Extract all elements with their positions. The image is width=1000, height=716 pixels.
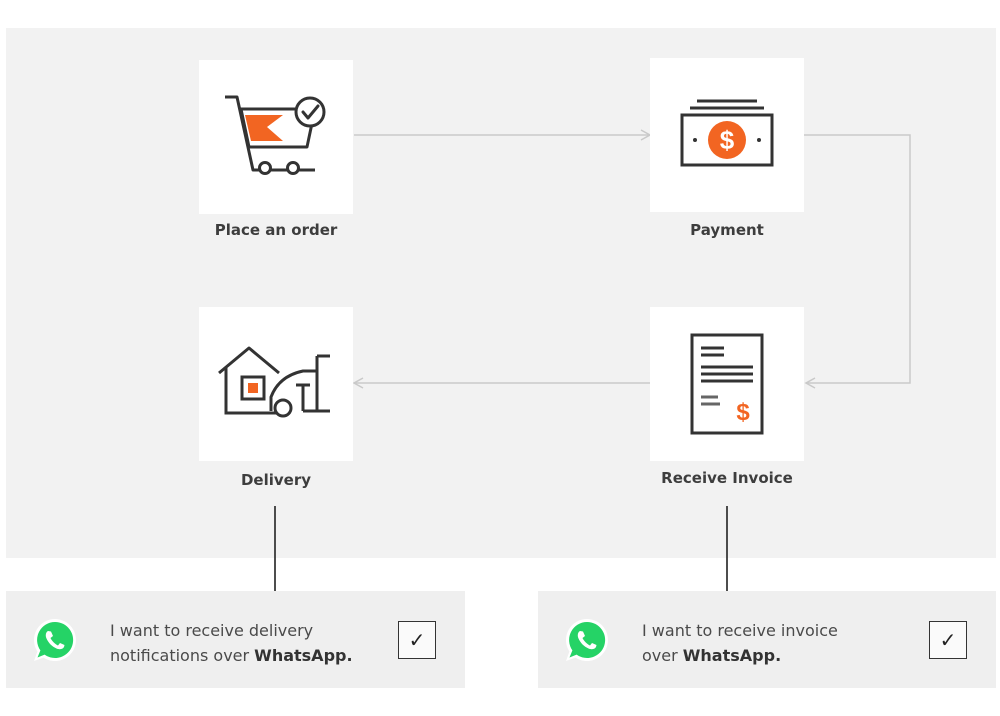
invoice-card-line1: I want to receive invoice <box>642 621 838 640</box>
check-icon: ✓ <box>939 628 957 652</box>
label-receive-invoice: Receive Invoice <box>661 469 793 487</box>
delivery-card-text: I want to receive delivery notifications… <box>110 618 353 668</box>
delivery-whatsapp-card: I want to receive delivery notifications… <box>6 591 465 688</box>
delivery-whatsapp-checkbox[interactable]: ✓ <box>398 621 436 659</box>
label-place-order: Place an order <box>214 221 338 239</box>
delivery-card-line2: notifications over WhatsApp. <box>110 643 353 668</box>
process-panel <box>6 28 996 558</box>
invoice-document-icon: $ <box>690 333 764 435</box>
svg-text:$: $ <box>720 125 735 155</box>
invoice-card-brand: WhatsApp. <box>682 646 782 665</box>
invoice-card-line2: over WhatsApp. <box>642 643 838 668</box>
svg-text:$: $ <box>736 399 750 426</box>
house-car-icon <box>218 346 330 418</box>
delivery-card-line1: I want to receive delivery <box>110 621 314 640</box>
label-payment: Payment <box>690 221 764 239</box>
node-delivery <box>199 307 353 461</box>
label-delivery: Delivery <box>240 471 312 489</box>
whatsapp-icon <box>33 619 76 661</box>
delivery-card-line2-prefix: notifications over <box>110 646 255 665</box>
whatsapp-icon <box>565 619 608 661</box>
node-place-order <box>199 60 353 214</box>
invoice-card-text: I want to receive invoice over WhatsApp. <box>642 618 838 668</box>
money-bill-icon: $ <box>680 99 774 167</box>
invoice-card-line2-prefix: over <box>642 646 683 665</box>
check-icon: ✓ <box>408 628 426 652</box>
invoice-whatsapp-checkbox[interactable]: ✓ <box>929 621 967 659</box>
node-payment: $ <box>650 58 804 212</box>
node-receive-invoice: $ <box>650 307 804 461</box>
cart-check-icon <box>225 95 326 175</box>
delivery-card-brand: WhatsApp. <box>254 646 353 665</box>
invoice-whatsapp-card: I want to receive invoice over WhatsApp.… <box>538 591 996 688</box>
